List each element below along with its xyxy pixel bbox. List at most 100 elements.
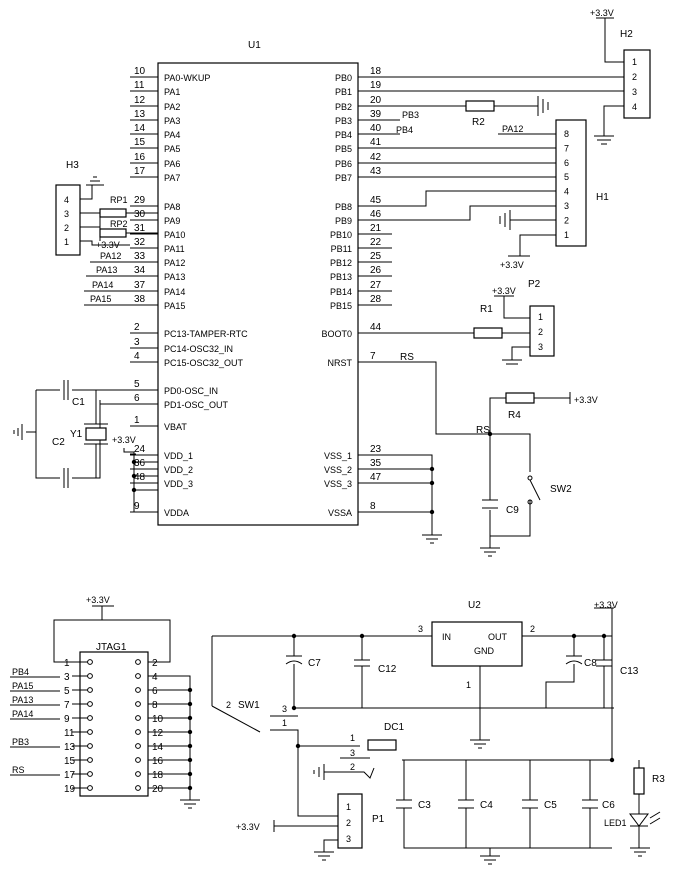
u2-pin-out: 2 [530,624,535,634]
h1-pin: 8 [564,129,569,139]
sw1-pin: 1 [282,718,287,728]
mcu-pin-name: PB3 [335,116,352,126]
p1-pin: 2 [346,818,351,828]
mcu-pin-name: PA12 [164,258,185,268]
r4-body [506,393,534,403]
mcu-pin-name: PA11 [164,244,185,254]
jtag-pin-number: 9 [64,714,70,725]
c7-ref: C7 [308,658,321,669]
mcu-pin-name: PD0-OSC_IN [164,386,218,396]
dc1-pin: 2 [350,762,355,772]
mcu-pin-number: 13 [134,109,146,120]
mcu-pin-name: PA3 [164,116,180,126]
rp2-ref: RP2 [110,219,128,229]
h3-pin: 4 [64,195,69,205]
jtag-junction [188,758,192,762]
p1-pin: 1 [346,802,351,812]
mcu-pin-number: 23 [370,444,382,455]
mcu-pin-number: 8 [370,501,376,512]
h1-pin: 4 [564,187,569,197]
mcu-pin-number: 18 [370,66,382,77]
mcu-pin-name: PA13 [164,272,185,282]
sw2-ref: SW2 [550,484,572,495]
mcu-pin-number: 4 [134,351,140,362]
mcu-pin-name: PA1 [164,87,180,97]
net-pa14: PA14 [92,280,113,290]
jtag-pin-number: 17 [64,770,76,781]
jtag-junction [188,688,192,692]
reset-circuit: RS RS R4 +3.3V C9 SW2 [358,352,598,556]
mcu-pin-number: 35 [370,458,382,469]
jtag-pin-number: 18 [152,770,164,781]
mcu-pin-name: VSS_2 [324,465,352,475]
jtag-pin-number: 19 [64,784,76,795]
mcu-pin-number: 40 [370,123,382,134]
h2-pin: 3 [632,87,637,97]
mcu-pin-number: 36 [134,458,146,469]
r2-ref: R2 [472,117,485,128]
pa-labels: PA12 PA13 PA14 PA15 [84,251,130,305]
mcu-pin-number: 21 [370,223,382,234]
jtag-junction [188,786,192,790]
mcu-pin-number: 3 [134,337,140,348]
u2-ref: U2 [468,600,481,611]
mcu-pin-number: 46 [370,209,382,220]
led1-ref: LED1 [604,818,627,828]
mcu-pin-number: 31 [134,223,146,234]
h3-pin: 2 [64,223,69,233]
jtag-pin-number: 1 [64,658,70,669]
mcu-pin-number: 47 [370,472,382,483]
jtag-pin-number: 13 [64,742,76,753]
r1-ref: R1 [480,304,493,315]
jtag-pin-number: 10 [152,714,164,725]
mcu-pin-number: 16 [134,152,146,163]
mcu-pin-name: PA6 [164,159,180,169]
jtag-junction [188,702,192,706]
mcu-pin-number: 9 [134,501,140,512]
h1-pin: 6 [564,158,569,168]
mcu-pin-name: PB4 [335,130,352,140]
jtag-pin-number: 8 [152,700,158,711]
u2-pin-in: 3 [418,624,423,634]
r4-supply: +3.3V [574,395,598,405]
rp1-body [100,209,126,217]
mcu-pin-name: VSS_3 [324,479,352,489]
y1-ref: Y1 [70,429,83,440]
mcu-pin-number: 44 [370,322,382,333]
mcu-pin-number: 37 [134,280,146,291]
jtag-pin-number: 15 [64,756,76,767]
header-h2: +3.3V H2 1 2 3 4 [590,8,650,144]
p2-pin: 3 [538,342,543,352]
h2-supply: +3.3V [590,8,614,18]
h2-pin: 4 [632,102,637,112]
mcu-pin-name: VDD_1 [164,451,193,461]
vdd-supply: +3.3V [112,435,136,445]
mcu-pin-name: PC15-OSC32_OUT [164,358,244,368]
mcu-pin-number: 19 [370,80,382,91]
mcu-pin-number: 43 [370,166,382,177]
mcu-pin-name: PA2 [164,102,180,112]
mcu-pin-number: 12 [134,95,146,106]
header-h1: H1 87654321 +3.3V [500,120,609,270]
mcu-pin-number: 42 [370,152,382,163]
sw1-pin: 3 [282,704,287,714]
c4-ref: C4 [480,800,493,811]
mcu-pin-number: 7 [370,351,376,362]
jtag-junction [188,730,192,734]
net-pa15: PA15 [90,294,111,304]
mcu-pin-name: PB6 [335,159,352,169]
mcu-pin-number: 48 [134,472,146,483]
mcu-pin-number: 10 [134,66,146,77]
h3-pin: 1 [64,237,69,247]
mcu-pin-number: 1 [134,415,140,426]
mcu-pin-number: 30 [134,209,146,220]
sw1-ref: SW1 [238,700,260,711]
dc1-ref: DC1 [384,722,404,733]
mcu-ref: U1 [248,40,261,51]
mcu-pin-name: NRST [328,358,353,368]
c5-ref: C5 [544,800,557,811]
u2-out: OUT [488,632,508,642]
mcu-pin-number: 34 [134,265,146,276]
mcu-pin-name: PC13-TAMPER-RTC [164,329,248,339]
mcu-pin-name: PB15 [330,301,352,311]
